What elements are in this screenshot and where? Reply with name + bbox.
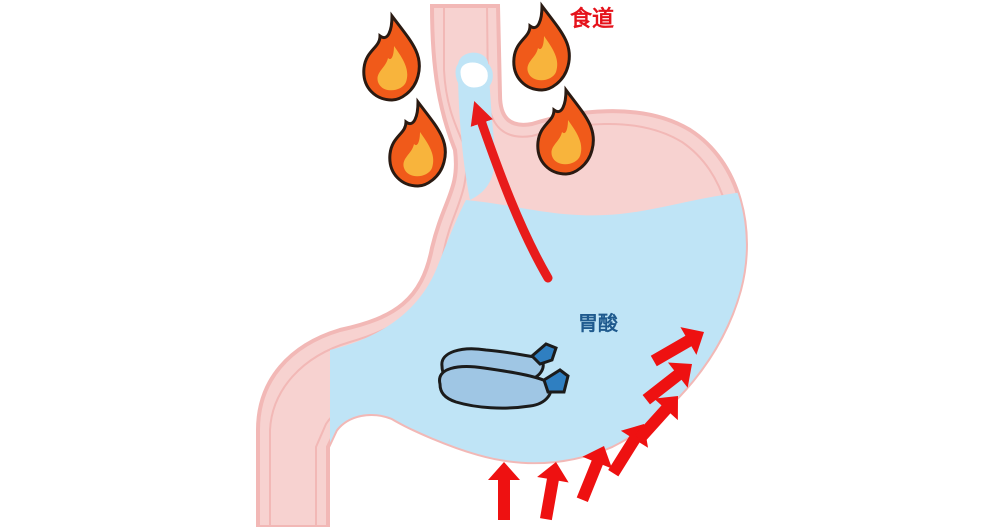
fried-shrimp-icon bbox=[438, 342, 570, 410]
stomach bbox=[256, 4, 748, 527]
stomach-acid-label: 胃酸 bbox=[578, 311, 619, 335]
acid-droplet bbox=[455, 57, 493, 93]
esophagus-label: 食道 bbox=[570, 6, 614, 32]
arrow-up-icon bbox=[650, 327, 704, 367]
fire-icon bbox=[512, 1, 571, 92]
shrimp-lower bbox=[438, 365, 570, 410]
arrow-up-icon bbox=[537, 462, 569, 521]
arrow-up-icon bbox=[576, 446, 613, 503]
reflux-arrow bbox=[470, 100, 553, 283]
fire-icon bbox=[362, 11, 421, 102]
pressure-arrows bbox=[488, 327, 704, 521]
flames bbox=[362, 1, 595, 188]
arrow-up-icon bbox=[634, 396, 678, 444]
fire-icon bbox=[388, 97, 447, 188]
fire-icon bbox=[536, 85, 595, 176]
arrow-up-icon bbox=[488, 462, 520, 520]
arrow-up-icon bbox=[642, 362, 692, 405]
